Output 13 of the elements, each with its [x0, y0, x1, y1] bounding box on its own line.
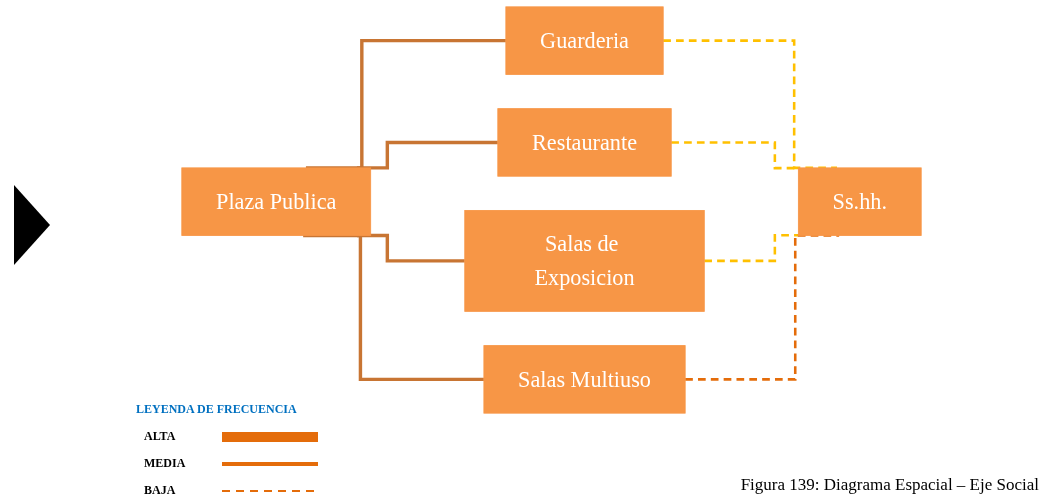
legend-title: LEYENDA DE FRECUENCIA [136, 402, 298, 417]
caption: Figura 139: Diagrama Espacial – Eje Social [740, 475, 1039, 495]
node-box: Guarderia [505, 6, 664, 75]
legend-label: ALTA [143, 429, 177, 444]
node-box: Plaza Publica [181, 167, 372, 236]
node-box: Ss.hh. [797, 167, 922, 236]
legend-label: BAJA [143, 483, 177, 497]
connector [303, 233, 484, 382]
node-box: Salas Multiuso [483, 345, 686, 414]
connector [704, 233, 799, 263]
node-box: Restaurante [497, 108, 672, 177]
legend-label: MEDIA [143, 456, 187, 471]
node-box: Salas de Exposicion [464, 210, 705, 312]
